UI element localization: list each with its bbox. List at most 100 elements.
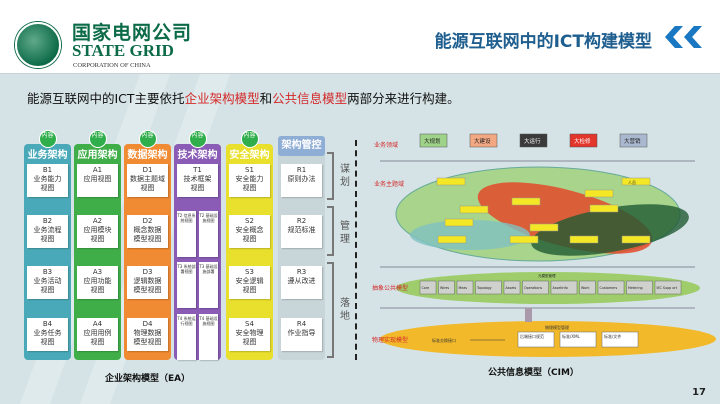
physical-box xyxy=(559,331,597,348)
cim-caption: 公共信息模型（CIM） xyxy=(488,366,579,378)
package-box xyxy=(419,280,437,295)
package-label: Meas xyxy=(459,286,468,290)
package-label: Assets xyxy=(506,286,517,290)
physical-box xyxy=(517,331,555,348)
column-title: 应用架构 xyxy=(77,150,118,161)
view-card: T1 技术框架 视图 xyxy=(177,164,218,197)
package-label: Topology xyxy=(476,286,492,290)
package-box xyxy=(456,280,474,295)
domain-folder xyxy=(569,133,598,148)
package-label: Operations xyxy=(524,286,542,290)
physical-box-label: 标准/文件 xyxy=(604,333,621,339)
view-card: A2 应用模块 视图 xyxy=(77,215,118,248)
package-box xyxy=(475,280,502,295)
view-card: B1 业务能力 视图 xyxy=(27,164,68,197)
ea-column: 应用架构 内容 A1 应用视图 A2 应用模块 视图 A3 应用功能 视图 A4 应用用例… xyxy=(74,130,121,360)
package-box xyxy=(438,280,455,295)
interface-label: 标准交换接口 xyxy=(432,337,456,343)
content-badge: 内容 xyxy=(38,130,57,148)
physical-manager-label: 物理模型管理 xyxy=(545,324,569,330)
phase-bracket xyxy=(327,206,334,256)
view-card: D4 物理数据 模型视图 xyxy=(127,318,168,351)
package-box xyxy=(503,280,521,295)
phase-label: 谋划 xyxy=(340,164,350,188)
column-title: 业务架构 xyxy=(27,150,68,161)
domain-folder xyxy=(419,133,448,148)
view-card: T2 信息系统视图 xyxy=(177,211,196,257)
view-card: S4 安全物理 视图 xyxy=(229,318,270,351)
physical-box-label: 后端接口规范 xyxy=(520,333,544,339)
chevron-left-icon xyxy=(684,26,702,48)
domain-label: 大运行 xyxy=(524,137,541,145)
view-card: R4 作业指导 xyxy=(281,318,322,351)
package-label: Work xyxy=(581,286,589,290)
phase-label: 管理 xyxy=(340,221,350,245)
view-card: T4 系统运行视图 xyxy=(177,314,196,360)
domain-label: 大建设 xyxy=(474,137,491,145)
logo-subtitle: CORPORATION OF CHINA xyxy=(73,62,151,69)
package-box xyxy=(522,280,549,295)
ea-caption: 企业架构模型（EA） xyxy=(105,374,191,384)
view-card: R1 原则办法 xyxy=(281,164,322,197)
view-card: S3 安全逻辑 视图 xyxy=(229,266,270,299)
domain-label: 大检修 xyxy=(574,137,591,145)
view-card: A4 应用用例 视图 xyxy=(77,318,118,351)
view-card: T3 系统部署视图 xyxy=(177,262,196,308)
package-label: AssetInfo xyxy=(553,286,568,290)
view-card: T3 基础设施部署 xyxy=(199,262,218,308)
domain-label: 大营销 xyxy=(624,137,641,145)
ea-column: 架构管控 R1 原则办法 R2 规范标准 R3 遵从改进 R4 作业指导 xyxy=(278,136,325,360)
view-card: B3 业务活动 视图 xyxy=(27,266,68,299)
state-grid-logo-icon xyxy=(15,22,61,68)
domain-label: 大规划 xyxy=(424,137,441,145)
content-badge: 内容 xyxy=(138,130,157,148)
view-card: D2 概念数据 模型视图 xyxy=(127,215,168,248)
view-card: A1 应用视图 xyxy=(77,164,118,197)
package-manager-label: 元模型管理 xyxy=(538,273,556,278)
column-title: 架构管控 xyxy=(278,136,325,156)
slide-title: 能源互联网中的ICT构建模型 xyxy=(434,32,652,52)
physical-boxes: 后端接口规范 标准/XML 标准/文件 xyxy=(517,331,639,348)
package-label: Wires xyxy=(440,286,449,290)
package-box xyxy=(597,280,625,295)
package-label: Customers xyxy=(600,286,618,290)
package-box xyxy=(626,280,653,295)
package-label: Metering xyxy=(628,286,643,290)
view-card: R2 规范标准 xyxy=(281,215,322,248)
divider-dashed xyxy=(355,140,357,360)
view-card: B4 业务任务 视图 xyxy=(27,318,68,351)
logo-chinese-name: 国家电网公司 xyxy=(72,22,193,44)
intro-text: 能源互联网中的ICT主要依托企业架构模型和公共信息模型两部分来进行构建。 xyxy=(27,91,460,106)
ea-column: 业务架构 内容 B1 业务能力 视图 B2 业务流程 视图 B3 业务活动 视图 B4 业… xyxy=(24,130,71,360)
physical-box-label: 标准/XML xyxy=(562,333,581,339)
phase-label: 落地 xyxy=(340,298,350,322)
view-card: T2 基础设施视图 xyxy=(199,211,218,257)
chevron-left-icon xyxy=(665,26,683,48)
column-title: 安全架构 xyxy=(229,150,270,161)
physical-box xyxy=(601,331,639,348)
column-title: 技术架构 xyxy=(177,150,218,161)
view-card: S2 安全概念 视图 xyxy=(229,215,270,248)
layer-label: 业务领域 xyxy=(374,141,398,149)
layer-label: 抽象公共模型 xyxy=(372,284,408,292)
view-card: R3 遵从改进 xyxy=(281,266,322,299)
domain-folder xyxy=(469,133,498,148)
domain-folder xyxy=(519,133,548,148)
topic-boxes xyxy=(436,177,651,244)
phase-bracket xyxy=(327,262,334,358)
content-badge: 内容 xyxy=(88,130,107,148)
package-box xyxy=(550,280,578,295)
package-box xyxy=(654,280,682,295)
view-card: B2 业务流程 视图 xyxy=(27,215,68,248)
logo-english-name: STATE GRID xyxy=(72,41,174,60)
layer-label: 物理实现模型 xyxy=(372,336,408,344)
content-badge: 内容 xyxy=(188,130,207,148)
view-card: D1 数据主题域 视图 xyxy=(127,164,168,197)
view-card: T4 基础设施视图 xyxy=(199,314,218,360)
page-number: 17 xyxy=(692,387,706,398)
package-label: IEC Supp ort xyxy=(657,286,678,290)
view-card: A3 应用功能 视图 xyxy=(77,266,118,299)
